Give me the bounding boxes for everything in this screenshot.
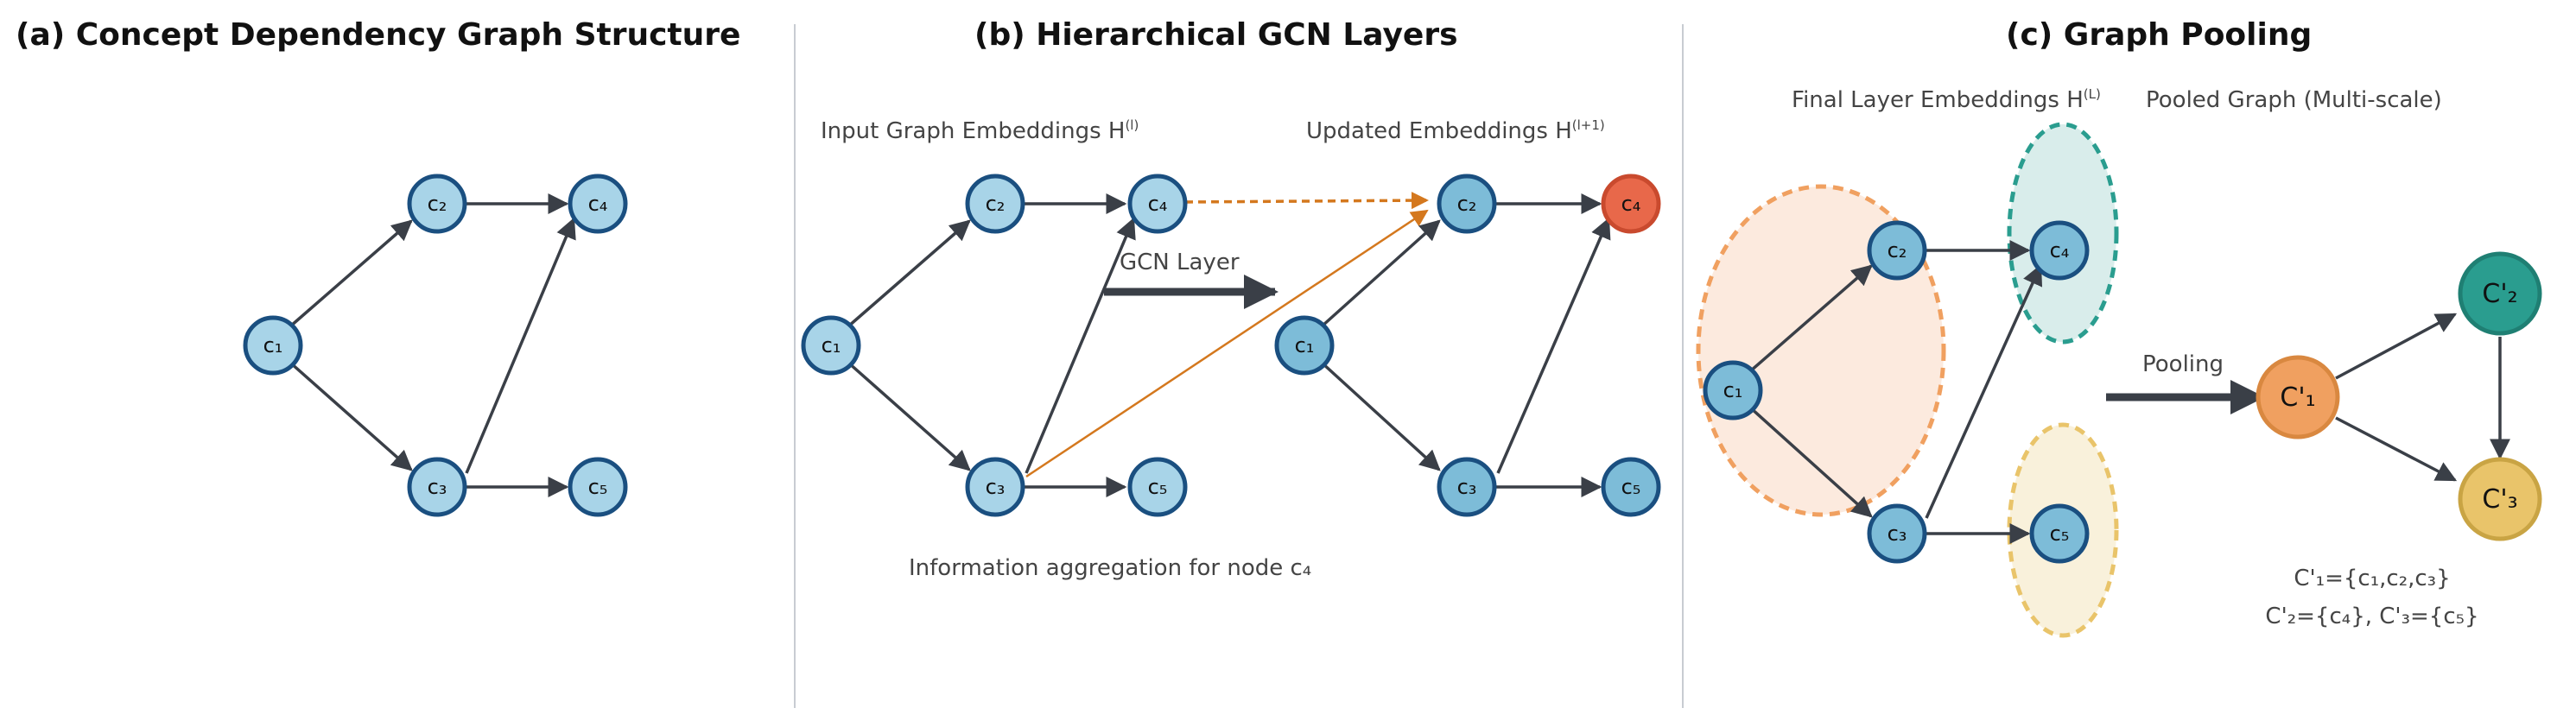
edge-a-c1-c2 (289, 219, 413, 328)
gcn-layer-label: GCN Layer (1120, 250, 1240, 275)
edge-b1-c3-c4 (1025, 217, 1136, 474)
node-b2-c4-highlight: c₄ (1601, 174, 1661, 234)
updated-embeddings-label: Updated Embeddings H(l+1) (1306, 117, 1605, 144)
panel-a-title: (a) Concept Dependency Graph Structure (16, 17, 740, 53)
node-b2-c1: c₁ (1274, 315, 1335, 376)
node-a-c3: c₃ (407, 457, 467, 517)
node-a-c1: c₁ (243, 315, 303, 376)
node-a-c2-label: c₂ (428, 192, 447, 216)
node-b2-c3-label: c₃ (1457, 475, 1477, 499)
panel-b-input-graph (847, 193, 1136, 497)
pooled-node-c2-label: C'₂ (2482, 279, 2517, 309)
edge-a-c3-c4 (465, 217, 576, 474)
node-b1-c1-label: c₁ (822, 333, 841, 357)
edge-b2-c1-c3 (1320, 361, 1441, 471)
pooled-graph-label: Pooled Graph (Multi-scale) (2146, 87, 2442, 113)
aggregation-caption: Information aggregation for node c₄ (909, 555, 1311, 581)
panel-c-pooled-graph: C'₁ C'₂ C'₃ (2256, 251, 2542, 541)
final-embeddings-label: Final Layer Embeddings H(L) (1792, 86, 2101, 113)
pooled-node-c1: C'₁ (2256, 355, 2340, 439)
edge-c-c1-c3 (1748, 406, 1873, 518)
node-a-c5-label: c₅ (588, 475, 608, 499)
node-c-c2-label: c₂ (1888, 238, 1907, 262)
node-b2-c3: c₃ (1437, 457, 1497, 517)
node-a-c5: c₅ (568, 457, 628, 517)
node-b1-c4: c₄ (1127, 174, 1188, 234)
panel-c-title: (c) Graph Pooling (2006, 17, 2312, 53)
node-b1-c2: c₂ (965, 174, 1025, 234)
node-b1-c4-label: c₄ (1148, 192, 1168, 216)
pooling-mapping-line2: C'₂={c₄}, C'₃={c₅} (2265, 604, 2478, 629)
node-a-c1-label: c₁ (263, 333, 283, 357)
node-b2-c4-label: c₄ (1621, 192, 1641, 216)
pooling-label: Pooling (2142, 351, 2224, 377)
edge-a-c1-c3 (289, 361, 413, 471)
node-b1-c3: c₃ (965, 457, 1025, 517)
node-b1-c5-label: c₅ (1148, 475, 1168, 499)
node-c-c1-label: c₁ (1723, 378, 1743, 402)
node-c-c2: c₂ (1867, 220, 1927, 281)
pooled-node-c3-label: C'₃ (2482, 484, 2517, 515)
pooling-mapping-line1: C'₁={c₁,c₂,c₃} (2294, 566, 2450, 591)
panel-c-final-graph: c₁ c₂ c₃ c₄ c₅ (1703, 220, 2090, 564)
node-b1-c2-label: c₂ (986, 192, 1006, 216)
edge-b1-c1-c2 (847, 219, 971, 328)
node-c-c4-label: c₄ (2050, 238, 2070, 262)
node-b2-c2: c₂ (1437, 174, 1497, 234)
node-c-c3-label: c₃ (1888, 522, 1907, 546)
node-c-c5: c₅ (2029, 503, 2090, 564)
panel-b-title: (b) Hierarchical GCN Layers (974, 17, 1458, 53)
node-b1-c3-label: c₃ (986, 475, 1006, 499)
panel-a-graph: c₁ c₂ c₃ c₄ c₅ (243, 174, 628, 517)
edge-b1-c1-c3 (847, 361, 971, 471)
node-c-c1: c₁ (1703, 360, 1763, 420)
input-embeddings-label: Input Graph Embeddings H(l) (821, 117, 1139, 144)
node-c-c4: c₄ (2029, 220, 2090, 281)
pooled-node-c2: C'₂ (2458, 251, 2542, 336)
node-a-c4: c₄ (568, 174, 628, 234)
node-a-c3-label: c₃ (428, 475, 447, 499)
pooled-node-c1-label: C'₁ (2280, 382, 2315, 413)
edge-c-c3-c4 (1925, 263, 2043, 519)
panel-b-input-nodes: c₁ c₂ c₃ c₄ c₅ (801, 174, 1188, 517)
edge-c-c1-c2 (1748, 264, 1873, 373)
node-b2-c5: c₅ (1601, 457, 1661, 517)
node-a-c4-label: c₄ (588, 192, 608, 216)
edge-b2-c3-c4 (1496, 217, 1611, 474)
node-b1-c5: c₅ (1127, 457, 1188, 517)
edge-b2-c1-c2 (1320, 219, 1441, 328)
node-c-c5-label: c₅ (2050, 522, 2070, 546)
panel-b-output-graph: c₁ c₂ c₃ c₄ c₅ (1274, 174, 1661, 517)
node-b1-c1: c₁ (801, 315, 861, 376)
node-a-c2: c₂ (407, 174, 467, 234)
node-b2-c2-label: c₂ (1457, 192, 1477, 216)
node-b2-c1-label: c₁ (1295, 333, 1315, 357)
node-c-c3: c₃ (1867, 503, 1927, 564)
node-b2-c5-label: c₅ (1621, 475, 1641, 499)
edge-p-c1-c2 (2335, 313, 2458, 380)
edge-p-c2-c3 (2335, 416, 2458, 482)
pooled-node-c3: C'₃ (2458, 457, 2542, 541)
aggregation-c3-link (1025, 209, 1429, 478)
aggregation-c4-link (1184, 192, 1429, 210)
